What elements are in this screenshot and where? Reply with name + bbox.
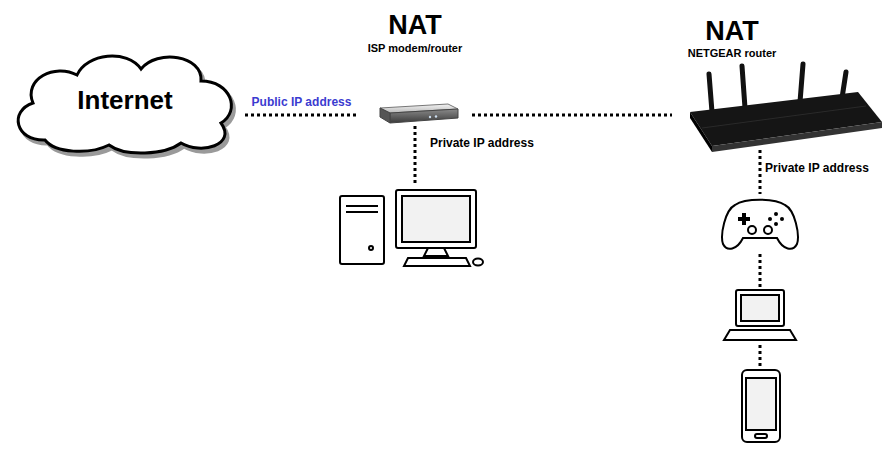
cloud-shape — [18, 56, 231, 153]
wire — [759, 254, 762, 287]
router-node: NATISP modem/router — [358, 10, 472, 126]
node-heading: NAT — [705, 16, 759, 47]
desktop-computer — [340, 190, 483, 266]
smartphone — [742, 370, 780, 442]
wire — [414, 126, 417, 186]
link-label: Public IP address — [252, 95, 352, 109]
router-node: NATNETGEAR router — [672, 10, 884, 150]
node-subtitle: ISP modem/router — [368, 42, 463, 54]
link-label: Private IP address — [765, 161, 869, 175]
node-heading: NAT — [388, 10, 442, 41]
dotted-link — [245, 114, 358, 117]
node-heading: Internet — [77, 85, 172, 116]
node-subtitle: NETGEAR router — [688, 47, 777, 59]
wire — [759, 345, 762, 367]
router-device — [690, 64, 882, 152]
dotted-link — [472, 114, 672, 117]
laptop — [724, 290, 796, 340]
link-label: Private IP address — [430, 136, 534, 150]
cloud-node: Internet — [5, 45, 245, 155]
wire — [759, 150, 762, 194]
game-controller — [722, 200, 798, 249]
modem-device — [380, 104, 458, 123]
